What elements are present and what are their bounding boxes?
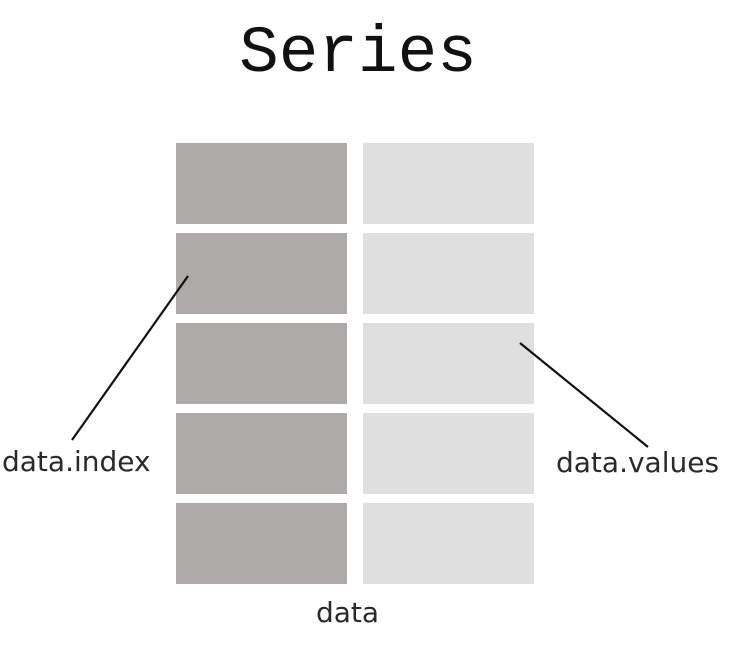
series-table (176, 143, 534, 584)
values-leader-line (519, 342, 649, 448)
index-label: data.index (2, 445, 151, 478)
values-cell (363, 323, 534, 404)
values-cell (363, 143, 534, 224)
index-cell (176, 143, 347, 224)
values-label: data.values (556, 446, 719, 479)
index-leader-line (71, 275, 189, 441)
index-cell (176, 413, 347, 494)
values-cell (363, 413, 534, 494)
index-cell (176, 233, 347, 314)
data-label: data (316, 596, 379, 629)
index-cell (176, 503, 347, 584)
diagram-title: Series (239, 16, 477, 91)
index-cell (176, 323, 347, 404)
values-cell (363, 233, 534, 314)
values-cell (363, 503, 534, 584)
